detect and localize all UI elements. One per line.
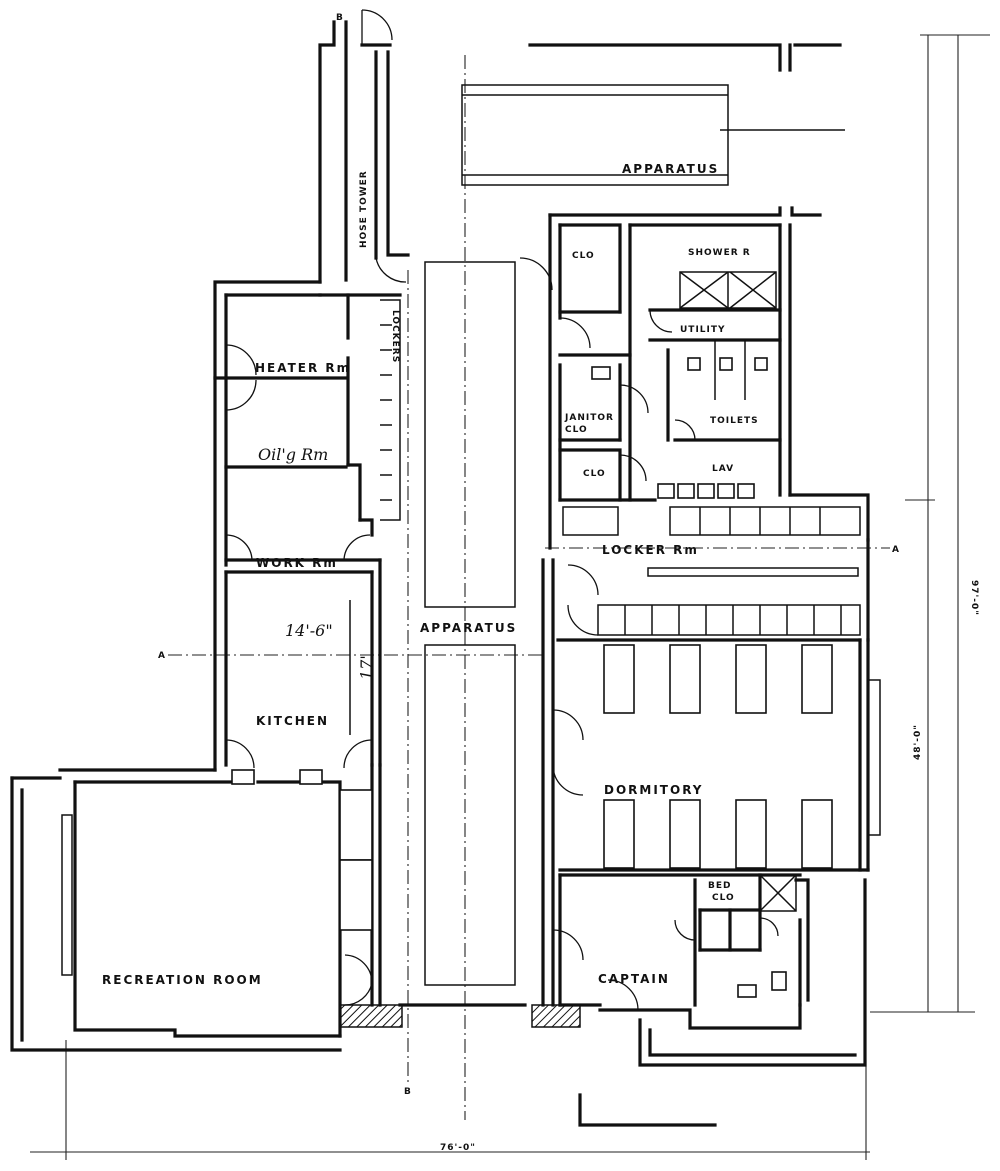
recreation-room-label: RECREATION ROOM	[102, 973, 263, 987]
right-wing-service	[519, 206, 870, 550]
dormitory-label: DORMITORY	[604, 783, 703, 797]
section-b-bottom: B	[404, 1087, 412, 1097]
recreation-room	[10, 763, 403, 1052]
utility-label: UTILITY	[680, 325, 726, 335]
oil-room-label: Oil'g Rm	[258, 445, 328, 464]
locker-room	[562, 506, 870, 642]
apparatus-bays	[398, 43, 845, 1007]
bed-label: BED	[708, 881, 731, 891]
kitchen-depth-dim: 17'	[357, 655, 376, 680]
section-a-left: A	[158, 651, 166, 661]
locker-room-label: LOCKER Rm	[602, 543, 699, 557]
janitor-clo-label: CLO	[565, 425, 588, 435]
lockers-label: LOCKERS	[390, 310, 400, 363]
section-b-top: B	[336, 13, 344, 23]
toilets-label: TOILETS	[710, 416, 759, 426]
kitchen-width-dim: 14'-6"	[285, 621, 333, 640]
apparatus-top-label: APPARATUS	[622, 162, 719, 176]
bottom-walls	[578, 1093, 717, 1127]
dormitory	[541, 558, 881, 1007]
section-markers: A A B B	[158, 13, 900, 1097]
kitchen-label: KITCHEN	[256, 714, 329, 728]
bed-clo-label: CLO	[712, 893, 735, 903]
section-a-right: A	[892, 545, 900, 555]
work-room-label: WORK Rm	[256, 556, 338, 570]
janitor-label: JANITOR	[564, 413, 614, 423]
section-lines	[30, 34, 990, 1160]
captain-suite	[531, 873, 867, 1067]
lockers-strip	[380, 299, 401, 521]
captain-label: CAPTAIN	[598, 972, 670, 986]
room-labels: HOSE TOWER APPARATUS APPARATUS HEATER Rm…	[102, 162, 759, 987]
heater-room-label: HEATER Rm	[255, 361, 351, 375]
clo-small-label: CLO	[583, 469, 606, 479]
left-wing	[58, 280, 402, 772]
clo-top-label: CLO	[572, 251, 595, 261]
shower-room-label: SHOWER R	[688, 248, 751, 258]
dimension-labels: 14'-6" 17' 76'-0" 97'-0" 48'-0"	[285, 580, 979, 1153]
lav-label: LAV	[712, 464, 734, 474]
overall-width-dim: 76'-0"	[440, 1143, 476, 1153]
dorm-depth-dim: 48'-0"	[913, 724, 923, 760]
apparatus-mid-label: APPARATUS	[420, 621, 517, 635]
right-depth-dim: 97'-0"	[969, 580, 979, 616]
hose-tower-label: HOSE TOWER	[359, 170, 369, 248]
hose-tower	[318, 9, 410, 284]
